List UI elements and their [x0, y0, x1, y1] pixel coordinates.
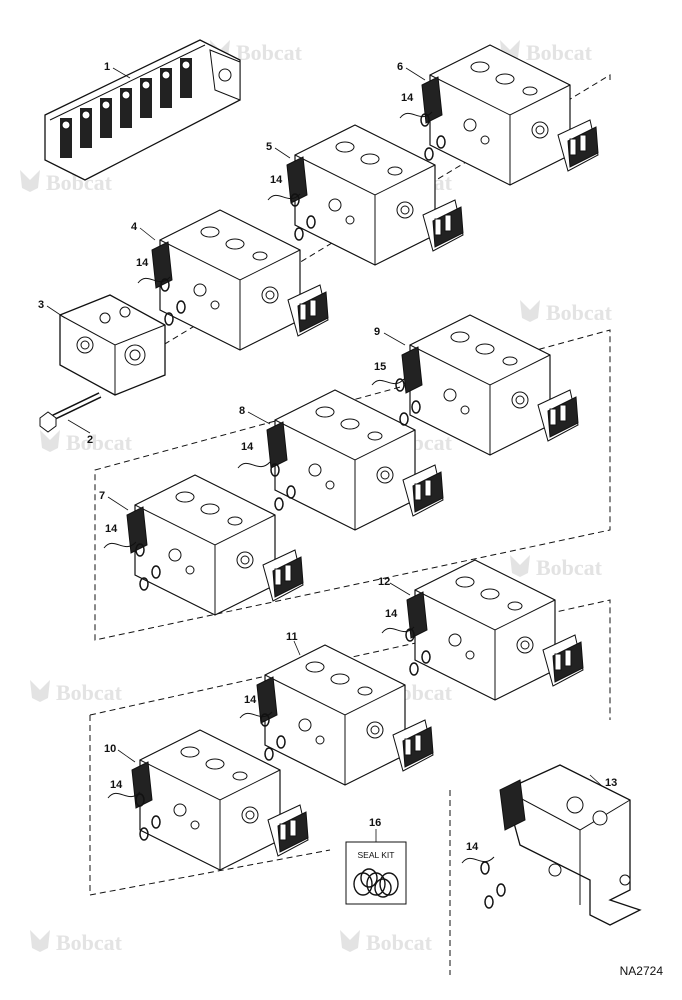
inlet-section	[59, 294, 166, 396]
callouts: 1 6 14 5 14 4 14 3 2 9 15 8 14 7 14 12 1…	[38, 61, 617, 853]
group-box-lower	[89, 599, 611, 896]
callout-4: 4	[131, 221, 138, 233]
callout-14: 14	[385, 608, 398, 620]
valve-assembly	[44, 39, 241, 181]
callout-10: 10	[104, 743, 116, 755]
valve-section-12	[406, 559, 584, 701]
callout-6: 6	[397, 61, 403, 73]
callout-14: 14	[401, 92, 414, 104]
watermark-text: Bobcat	[56, 930, 123, 955]
outlet-section	[499, 764, 642, 926]
callout-14: 14	[244, 694, 257, 706]
callout-14: 14	[136, 257, 149, 269]
callout-11: 11	[286, 631, 298, 643]
callout-16: 16	[369, 817, 381, 829]
valve-section-11	[256, 644, 434, 786]
tie-rod	[39, 392, 102, 433]
valve-section-6	[421, 44, 599, 186]
callout-5: 5	[266, 141, 272, 153]
callout-1: 1	[104, 61, 110, 73]
callout-3: 3	[38, 299, 44, 311]
callout-14: 14	[105, 523, 118, 535]
callout-2: 2	[87, 434, 93, 446]
watermark-text: Bobcat	[536, 555, 603, 580]
callout-15: 15	[374, 361, 386, 373]
callout-14: 14	[466, 841, 479, 853]
watermark-text: Bobcat	[56, 680, 123, 705]
seal-kit-rings	[353, 868, 399, 898]
callout-7: 7	[99, 490, 105, 502]
valve-section-7	[126, 474, 304, 616]
watermark-text: Bobcat	[66, 430, 133, 455]
watermark-text: Bobcat	[526, 40, 593, 65]
valve-section-4	[151, 209, 329, 351]
callout-14: 14	[110, 779, 123, 791]
callout-14: 14	[241, 441, 254, 453]
leader-lines	[46, 67, 603, 787]
callout-12: 12	[378, 576, 390, 588]
callout-13: 13	[605, 777, 617, 789]
leader-curls	[103, 111, 495, 864]
watermark-text: Bobcat	[546, 300, 613, 325]
seal-kit-label: SEAL KIT	[357, 850, 394, 860]
callout-9: 9	[374, 326, 380, 338]
watermark-text: Bobcat	[236, 40, 303, 65]
watermark-text: Bobcat	[366, 930, 433, 955]
figure-id: NA2724	[620, 964, 664, 978]
callout-8: 8	[239, 405, 245, 417]
callout-14: 14	[270, 174, 283, 186]
seal-kit: 16 SEAL KIT	[345, 817, 407, 905]
